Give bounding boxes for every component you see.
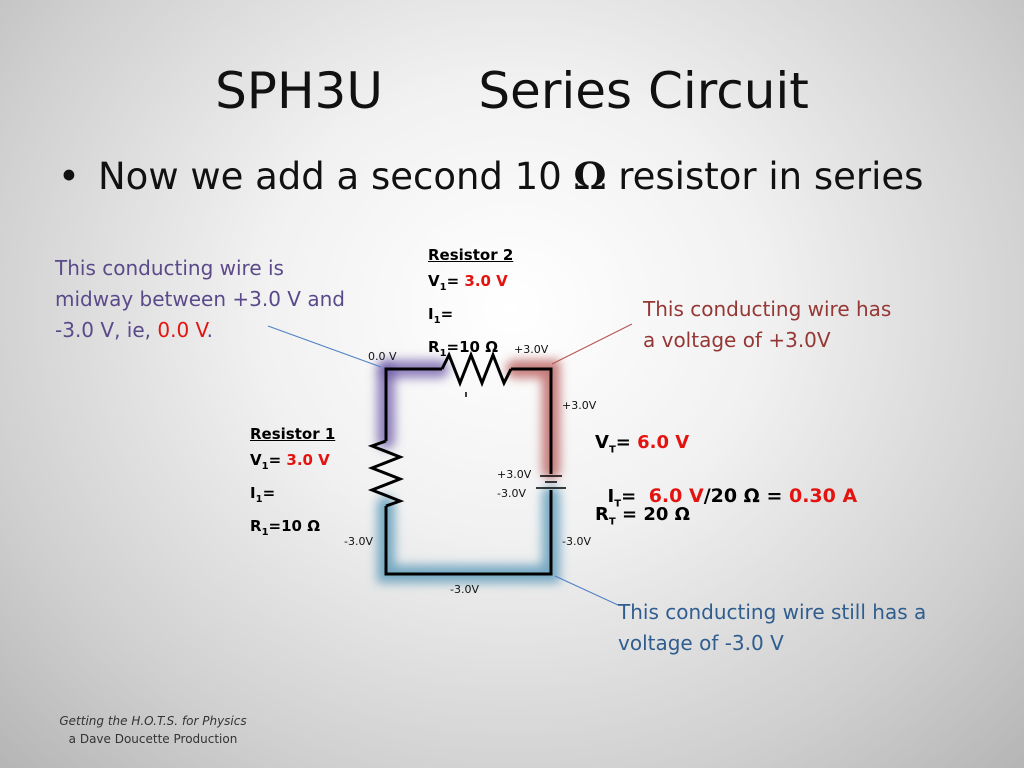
red-glow (506, 360, 560, 479)
resistor-1-resistance: R1=10 Ω (250, 517, 320, 538)
battery-symbol (536, 475, 566, 489)
note-midway-text: This conducting wire is midway between +… (55, 256, 345, 342)
wire-bottom (384, 490, 553, 576)
footer-line-1: Getting the H.O.T.S. for Physics (59, 714, 247, 728)
resistor-2-current: I1= (428, 305, 454, 326)
voltage-label-top-left: 0.0 V (368, 350, 397, 363)
resistor-1-symbol (367, 439, 405, 508)
resistor-2-resistance: R1=10 Ω (428, 338, 498, 359)
footer-credit: Getting the H.O.T.S. for Physics a Dave … (58, 712, 248, 748)
blue-glow (377, 486, 560, 583)
wire-top-right (511, 367, 553, 474)
total-voltage-value: 6.0 V (637, 432, 690, 453)
voltage-label-bottom: -3.0V (450, 583, 479, 596)
resistor-2-voltage: V1= 3.0 V (428, 272, 508, 293)
footer-line-2: a Dave Doucette Production (68, 732, 238, 746)
pointer-line-positive (551, 323, 633, 365)
total-current-numerator: 6.0 V (648, 485, 704, 507)
pointer-line-negative (554, 575, 619, 606)
voltage-label-right-bottom: -3.0V (562, 535, 591, 548)
voltage-label-top-right: +3.0V (514, 343, 549, 356)
bullet-point: • Now we add a second 10 Ω resistor in se… (58, 154, 923, 198)
total-voltage: VT= 6.0 V (595, 432, 690, 456)
resistor-2-symbol (440, 350, 513, 388)
voltage-label-right-upper: +3.0V (562, 399, 597, 412)
bullet-text-before: Now we add a second 10 (98, 155, 574, 198)
voltage-label-battery-negative: -3.0V (497, 487, 526, 500)
omega-symbol: Ω (573, 154, 607, 198)
bullet-dot-icon: • (58, 155, 80, 198)
resistor-1-heading: Resistor 1 (250, 425, 336, 443)
note-midway-wire: This conducting wire is midway between +… (55, 253, 355, 346)
total-current-value: 0.30 A (788, 485, 858, 507)
slide-title: SPH3U Series Circuit (215, 62, 809, 120)
note-midway-end: . (206, 318, 213, 342)
resistor-1-current: I1= (250, 484, 276, 505)
note-positive-wire: This conducting wire has a voltage of +3… (643, 297, 892, 352)
total-current: IT= 6.0 V/20 Ω = 0.30 A (607, 485, 858, 510)
bullet-text-after: resistor in series (606, 155, 924, 198)
note-midway-value: 0.0 V (157, 318, 207, 342)
resistor-2-label: Resistor 2 V1= 3.0 V I1= R1=10 Ω (428, 242, 513, 367)
wire-top-left (384, 367, 442, 441)
voltage-label-battery-positive: +3.0V (497, 468, 532, 481)
resistor-2-voltage-value: 3.0 V (464, 272, 508, 290)
resistor-1-label: Resistor 1 V1= 3.0 V I1= R1=10 Ω (250, 421, 335, 546)
resistor-1-voltage: V1= 3.0 V (250, 451, 330, 472)
resistor-2-heading: Resistor 2 (428, 246, 514, 264)
pointer-line-midway (267, 325, 382, 368)
voltage-label-left-bottom: -3.0V (344, 535, 373, 548)
total-resistance: RT = 20 Ω (595, 504, 690, 528)
total-current-divisor: /20 Ω = (703, 485, 789, 507)
note-negative-wire: This conducting wire still has a voltage… (618, 600, 927, 655)
resistor-1-voltage-value: 3.0 V (286, 451, 330, 469)
